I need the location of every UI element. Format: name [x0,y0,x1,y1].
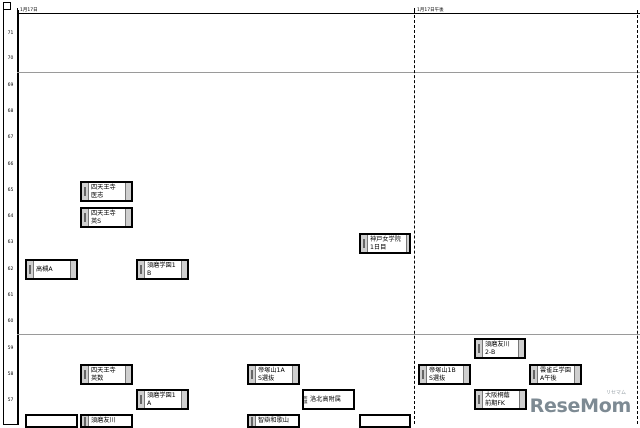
axis-tick: 67 [7,135,14,140]
reference-line-70 [17,72,640,73]
score-axis: 71 70 69 68 67 66 65 64 63 62 61 60 59 5… [3,10,19,425]
school-card[interactable]: 四天王寺医志 [80,181,133,202]
resemom-logo: ReseMom [529,395,632,417]
axis-tick: 64 [7,214,14,219]
day1-header: 1月17日 [17,8,415,14]
axis-tick: 60 [7,319,14,324]
rakuhoku-note: 附属 [304,395,308,404]
axis-tick: 61 [7,293,14,298]
watermark-sub: リセマム [605,390,626,396]
axis-tick: 65 [7,188,14,193]
school-card[interactable]: 大阪桐蔭前期FK [474,389,527,410]
axis-tick: 66 [7,162,14,167]
corner-box [3,2,11,10]
school-card[interactable]: 智辯和歌山 [247,414,300,428]
axis-tick: 58 [7,372,14,377]
school-card[interactable] [25,414,78,428]
school-card[interactable] [359,414,411,428]
right-edge-separator [637,10,638,424]
reference-line-60 [17,334,640,335]
school-card[interactable]: 附属 洛北高附属 [302,389,355,410]
axis-tick: 59 [7,346,14,351]
school-card[interactable]: 須磨友川 [80,414,133,428]
axis-tick: 70 [7,56,14,61]
school-card[interactable]: 四天王寺英数 [80,364,133,385]
top-bar [0,0,640,10]
day2-header: 1月17日午後 [414,8,640,14]
axis-tick: 71 [7,31,14,36]
axis-tick: 68 [7,109,14,114]
school-card[interactable]: 四天王寺英S [80,207,133,228]
axis-tick: 63 [7,240,14,245]
school-card[interactable]: 高槻A [25,259,78,280]
axis-tick: 69 [7,83,14,88]
day-separator [414,10,415,424]
axis-tick: 62 [7,267,14,272]
axis-tick: 57 [7,398,14,403]
